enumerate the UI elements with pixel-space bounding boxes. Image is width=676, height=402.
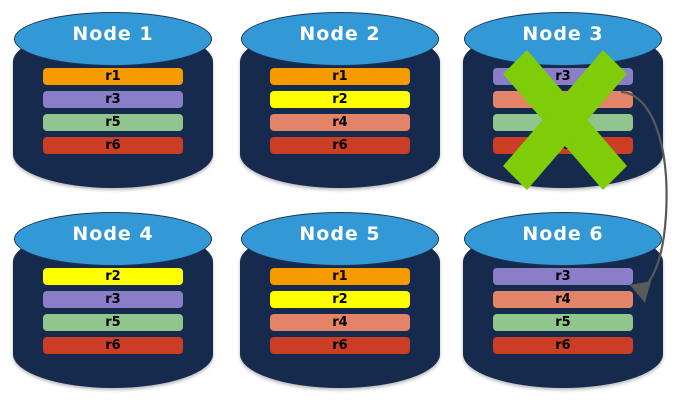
record-list: r1 r2 r4 r6	[270, 268, 410, 354]
record-bar[interactable]: r5	[493, 314, 633, 331]
record-bar[interactable]: r1	[270, 268, 410, 285]
record-bar[interactable]: r6	[270, 137, 410, 154]
cylinder-top	[14, 212, 212, 266]
record-list: r3 r4 r5 r6	[493, 268, 633, 354]
record-bar[interactable]: r6	[43, 137, 183, 154]
record-bar[interactable]: r6	[493, 337, 633, 354]
record-list: r2 r3 r5 r6	[43, 268, 183, 354]
record-bar[interactable]: r6	[270, 337, 410, 354]
record-bar[interactable]: r6	[43, 337, 183, 354]
node-2[interactable]: Node 2 r1 r2 r4 r6	[240, 10, 440, 190]
record-bar[interactable]: r3	[43, 291, 183, 308]
record-bar[interactable]: r2	[270, 91, 410, 108]
cylinder-top	[14, 12, 212, 66]
record-list: r1 r3 r5 r6	[43, 68, 183, 154]
record-bar[interactable]: r5	[43, 114, 183, 131]
cylinder-top	[464, 212, 662, 266]
record-bar[interactable]: r1	[43, 68, 183, 85]
record-bar[interactable]: r3	[493, 268, 633, 285]
record-bar[interactable]: r4	[493, 291, 633, 308]
node-5[interactable]: Node 5 r1 r2 r4 r6	[240, 210, 440, 390]
record-bar[interactable]: r4	[270, 314, 410, 331]
node-1[interactable]: Node 1 r1 r3 r5 r6	[13, 10, 213, 190]
record-bar[interactable]: r1	[270, 68, 410, 85]
replication-arrow-icon	[600, 75, 676, 315]
record-bar[interactable]: r2	[43, 268, 183, 285]
record-bar[interactable]: r3	[43, 91, 183, 108]
record-bar[interactable]: r4	[270, 114, 410, 131]
cylinder-top	[241, 12, 439, 66]
node-4[interactable]: Node 4 r2 r3 r5 r6	[13, 210, 213, 390]
cylinder-top	[241, 212, 439, 266]
record-list: r1 r2 r4 r6	[270, 68, 410, 154]
cylinder-top	[464, 12, 662, 66]
record-bar[interactable]: r5	[43, 314, 183, 331]
record-bar[interactable]: r2	[270, 291, 410, 308]
